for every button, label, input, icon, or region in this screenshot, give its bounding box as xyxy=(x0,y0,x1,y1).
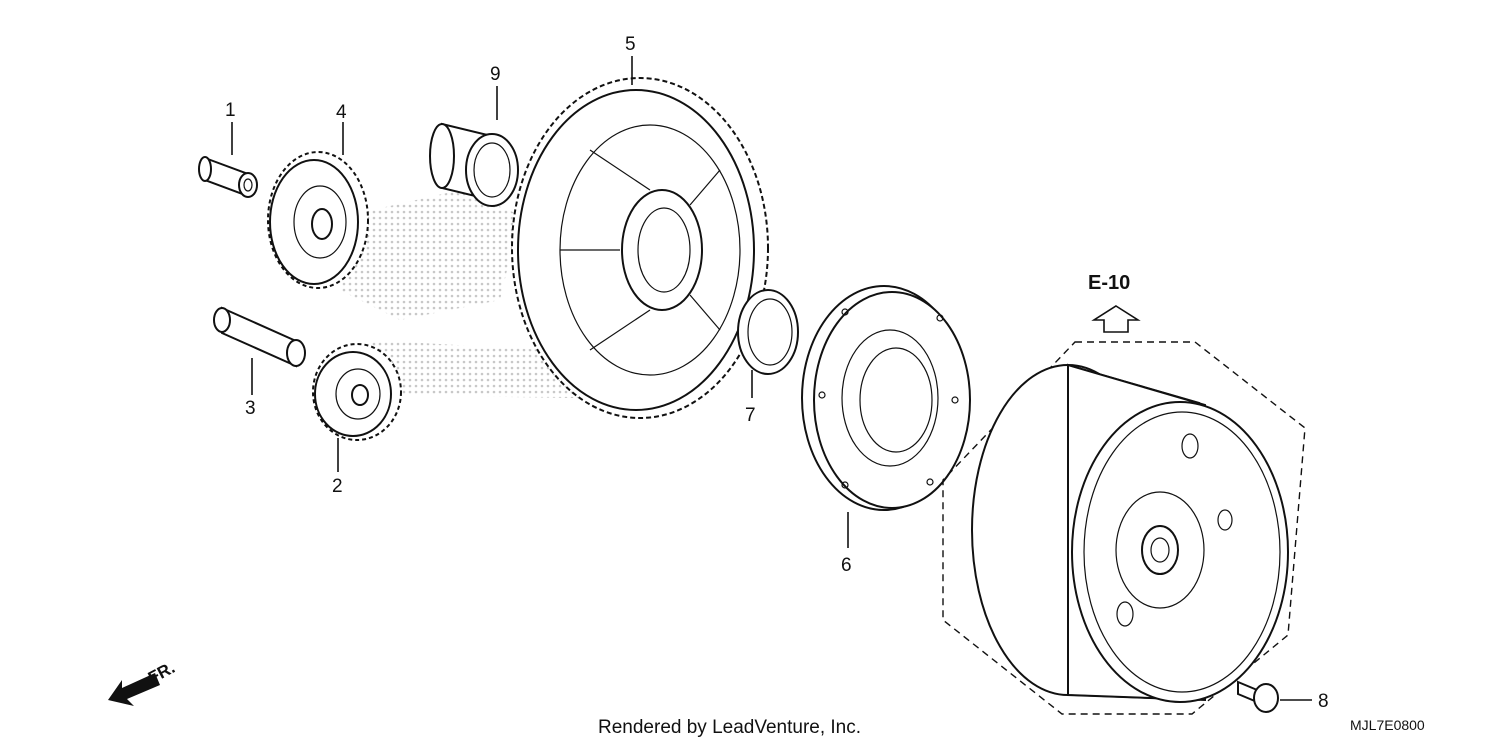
part-3-collar[interactable] xyxy=(213,306,306,368)
callout-9: 9 xyxy=(490,64,501,85)
front-direction-arrow-icon xyxy=(108,673,160,706)
callout-5: 5 xyxy=(625,34,636,55)
part-6-starter-clutch[interactable] xyxy=(801,285,971,511)
callout-2: 2 xyxy=(332,476,343,497)
part-5-driven-gear[interactable] xyxy=(511,77,769,419)
drawing-code: MJL7E0800 xyxy=(1350,717,1425,733)
callout-3: 3 xyxy=(245,398,256,419)
part-8-bolt[interactable] xyxy=(1237,680,1279,713)
part-9-bearing[interactable] xyxy=(429,122,519,207)
part-2-gear[interactable] xyxy=(312,343,402,441)
reference-arrow-icon xyxy=(1091,305,1141,333)
callout-7: 7 xyxy=(745,405,756,426)
part-4-gear[interactable] xyxy=(267,151,369,289)
callout-4: 4 xyxy=(336,102,347,123)
part-1-collar[interactable] xyxy=(198,156,258,198)
assembly-boundary xyxy=(942,341,1306,715)
flywheel[interactable] xyxy=(971,363,1289,703)
callout-1: 1 xyxy=(225,100,236,121)
part-7-washer[interactable] xyxy=(737,289,799,375)
callout-8: 8 xyxy=(1318,691,1329,712)
callout-6: 6 xyxy=(841,555,852,576)
reference-label: E-10 xyxy=(1088,272,1130,294)
credit-text: Rendered by LeadVenture, Inc. xyxy=(598,717,861,738)
